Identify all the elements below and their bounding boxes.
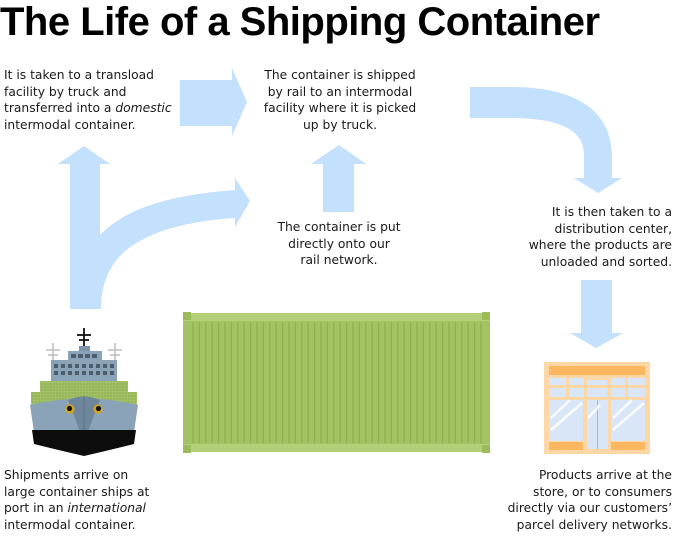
caption-line: parcel delivery networks. xyxy=(516,517,672,532)
ship-window xyxy=(96,364,100,368)
caption-line: large container ships at xyxy=(4,484,150,499)
arrow-curve-to-distribution xyxy=(470,87,622,193)
caption-line: facility where it is picked xyxy=(263,101,417,116)
ship-window xyxy=(110,371,114,375)
emphasis-international: international xyxy=(67,501,146,516)
caption-distribution: It is then taken to a distribution cente… xyxy=(529,204,672,270)
caption-line: directly via our customers’ xyxy=(507,501,672,516)
ship-window xyxy=(103,364,107,368)
caption-line: facility by truck and xyxy=(4,84,127,99)
caption-line: It is then taken to a xyxy=(551,205,672,219)
page-title: The Life of a Shipping Container xyxy=(0,0,600,44)
arrow-up-ship-to-transload xyxy=(58,146,250,309)
caption-transload: It is taken to a transload facility by t… xyxy=(4,67,172,133)
caption-text: transferred into a xyxy=(4,101,116,116)
caption-rail-ship: The container is shipped by rail to an i… xyxy=(245,67,435,133)
arrow-up-rail-direct xyxy=(311,145,366,212)
caption-rail-direct: The container is put directly onto our r… xyxy=(262,219,416,269)
ship-window xyxy=(82,371,86,375)
caption-line: port in an international xyxy=(4,500,149,517)
caption-line: directly onto our xyxy=(288,236,390,251)
ship-window xyxy=(61,364,65,368)
ship-window xyxy=(89,364,93,368)
caption-line: Products arrive at the xyxy=(538,468,672,482)
ship-window xyxy=(54,364,58,368)
arrow-right-transload-to-rail xyxy=(180,68,247,136)
caption-line: distribution center, xyxy=(554,221,672,236)
caption-delivery: Products arrive at the store, or to cons… xyxy=(508,467,672,533)
shipping-container-icon xyxy=(183,312,490,453)
ship-window xyxy=(61,371,65,375)
caption-line: unloaded and sorted. xyxy=(540,254,672,269)
caption-line: rail network. xyxy=(300,253,378,268)
ship-window xyxy=(75,371,79,375)
caption-line: Shipments arrive on xyxy=(4,468,129,482)
caption-line: The container is put xyxy=(277,220,401,234)
ship-window xyxy=(89,371,93,375)
caption-line: The container is shipped xyxy=(264,68,416,82)
emphasis-domestic: domestic xyxy=(115,101,172,116)
ship-window xyxy=(82,364,86,368)
storefront-icon xyxy=(544,362,650,454)
arrow-down-to-store xyxy=(570,280,623,348)
caption-line: store, or to consumers xyxy=(533,484,672,499)
caption-line: where the products are xyxy=(528,238,672,253)
caption-line: up by truck. xyxy=(303,117,377,132)
ship-window xyxy=(54,371,58,375)
ship-window xyxy=(96,371,100,375)
ship-window xyxy=(110,364,114,368)
caption-line: transferred into a domestic xyxy=(4,100,172,117)
caption-line: intermodal container. xyxy=(4,517,136,532)
ship-window xyxy=(68,371,72,375)
caption-line: intermodal container. xyxy=(4,117,136,132)
ship-window xyxy=(103,371,107,375)
caption-ship-arrival: Shipments arrive on large container ship… xyxy=(4,467,149,533)
ship-window xyxy=(68,364,72,368)
caption-text: port in an xyxy=(4,501,68,516)
caption-line: It is taken to a transload xyxy=(4,68,154,82)
ship-window xyxy=(75,364,79,368)
caption-line: by rail to an intermodal xyxy=(267,84,413,99)
container-ship-icon xyxy=(30,328,138,456)
